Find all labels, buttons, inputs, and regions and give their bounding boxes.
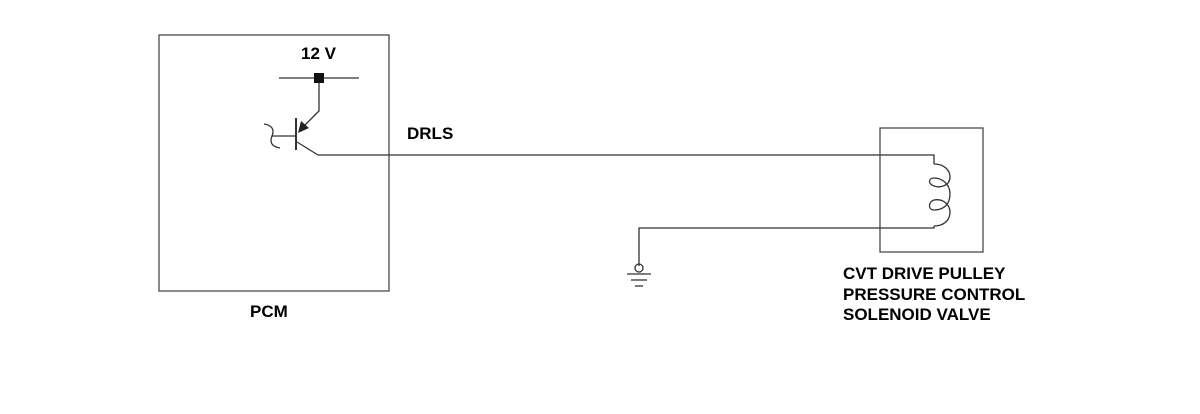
pcm-box [158, 34, 390, 292]
solenoid-coil [928, 163, 951, 227]
ground-wire [638, 226, 935, 266]
solenoid-label-line-1: CVT DRIVE PULLEY [843, 264, 1006, 283]
supply-voltage-label: 12 V [301, 44, 337, 63]
supply-terminal [314, 73, 324, 83]
drls-label: DRLS [407, 124, 453, 143]
transistor-symbol [263, 83, 320, 156]
ground-icon [627, 263, 651, 287]
drls-wire [318, 154, 935, 164]
solenoid-label-line-2: PRESSURE CONTROL [843, 285, 1025, 304]
solenoid-label-line-3: SOLENOID VALVE [843, 305, 991, 324]
pcm-label: PCM [250, 302, 288, 321]
solenoid-box [879, 127, 984, 253]
